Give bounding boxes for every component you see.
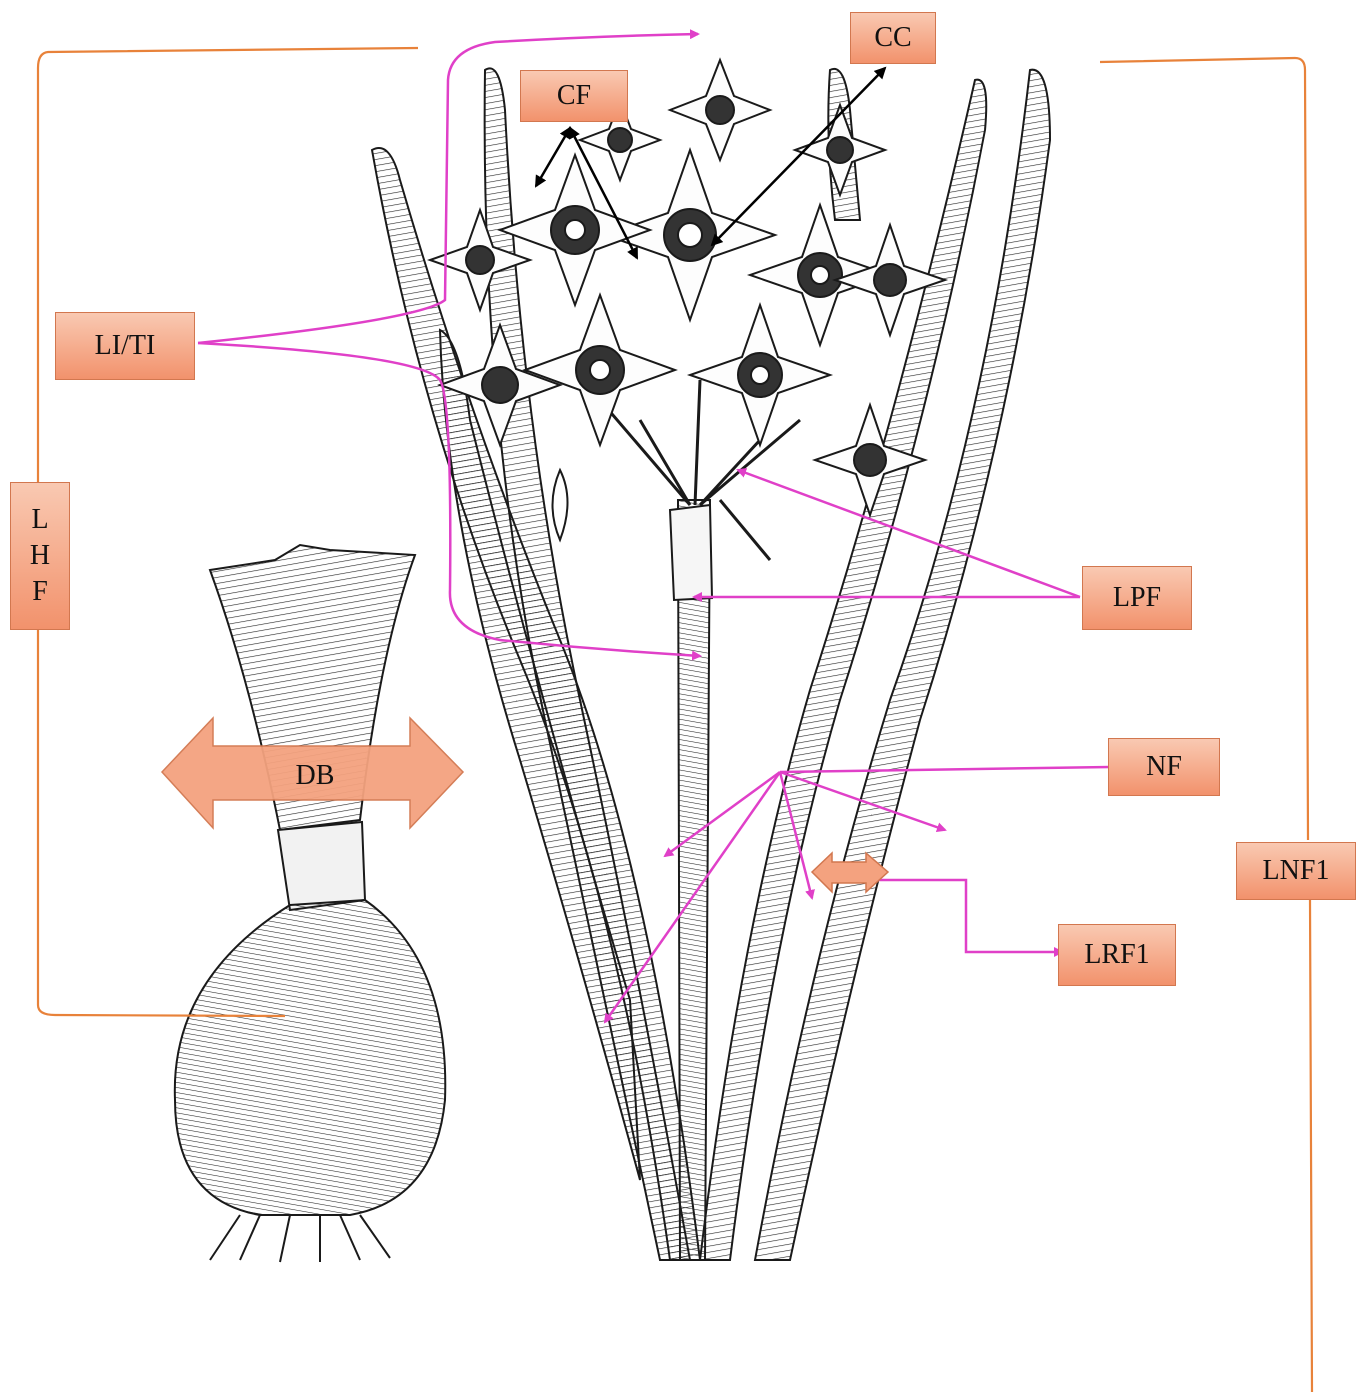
nf-pointer-main	[780, 767, 1110, 772]
bulb-drawing	[175, 545, 445, 1262]
label-lhf: L H F	[10, 482, 70, 630]
bulb-neck-tunic	[278, 822, 365, 910]
spathe	[670, 505, 712, 600]
label-cc: CC	[850, 12, 936, 64]
bulb-roots	[210, 1215, 390, 1262]
label-lhf-f: F	[32, 574, 48, 610]
bulb-body	[175, 900, 445, 1215]
label-lrf1: LRF1	[1058, 924, 1176, 986]
label-cf: CF	[520, 70, 628, 122]
lrf1-pointer	[866, 880, 1062, 952]
leaf-right	[700, 80, 986, 1260]
label-db: DB	[270, 760, 360, 792]
label-lhf-h: H	[30, 538, 50, 574]
label-li-ti: LI/TI	[55, 312, 195, 380]
cf-arrow-left	[536, 128, 570, 186]
label-lhf-l: L	[31, 502, 48, 538]
label-lpf: LPF	[1082, 566, 1192, 630]
leaf-left-inner	[440, 330, 640, 1180]
leaf-far-right	[755, 70, 1050, 1260]
label-lnf1: LNF1	[1236, 842, 1356, 900]
label-nf: NF	[1108, 738, 1220, 796]
lnf1-bracket	[1100, 58, 1312, 1392]
lpf-pointer-top	[738, 470, 1080, 597]
flower-bud	[553, 470, 568, 540]
